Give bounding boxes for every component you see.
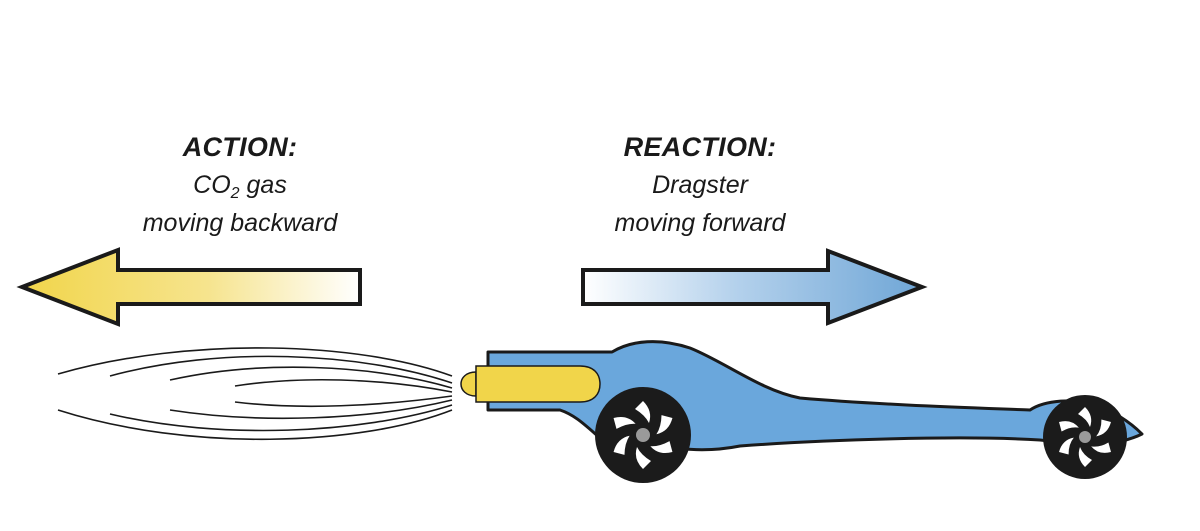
reaction-arrow <box>581 248 928 326</box>
co2-text: CO <box>193 171 231 199</box>
action-heading: ACTION: <box>182 132 298 162</box>
action-line-2: moving backward <box>142 209 338 237</box>
gas-text: gas <box>239 171 287 199</box>
action-line-1: CO2 gas <box>80 166 400 204</box>
reaction-line-2: moving forward <box>614 209 786 237</box>
reaction-label: REACTION: Dragster moving forward <box>540 128 860 242</box>
rear-wheel <box>595 387 691 483</box>
co2-cartridge <box>460 365 601 403</box>
front-wheel <box>1043 395 1127 479</box>
co2-exhaust-streaks <box>57 347 453 441</box>
co2-subscript: 2 <box>230 185 240 202</box>
action-label: ACTION: CO2 gas moving backward <box>80 128 400 242</box>
action-arrow <box>16 247 362 327</box>
reaction-heading: REACTION: <box>623 132 777 162</box>
reaction-line-1: Dragster <box>652 171 748 199</box>
